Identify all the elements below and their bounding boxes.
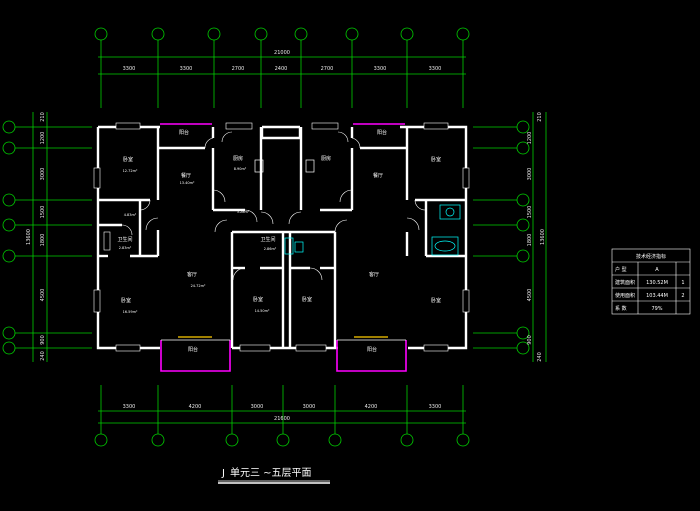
table-row-1-label: 户 型 [615,266,627,273]
room-living-left: 客厅 [187,271,197,278]
table-row-3-label: 使用面积 [615,292,635,299]
left-total-dimension: 13600 [26,229,32,245]
bottom-axis-grid [94,385,470,447]
left-dim-1: 210 [40,112,46,122]
room-dining-right: 餐厅 [373,172,383,179]
table-row-2-label: 建筑面积 [615,279,635,286]
left-dim-2: 1200 [40,132,46,145]
bottom-dim-4: 3000 [303,404,316,410]
top-total-dimension: 21000 [274,50,290,56]
room-kitchen-right: 厨房 [321,155,331,162]
bottom-dim-6: 3300 [429,404,442,410]
bottom-dim-1: 3300 [123,404,136,410]
room-bedroom-4: 卧室 [431,156,441,163]
room-area-9: 16.59m² [123,310,138,314]
room-balcony-top-right: 阳台 [377,129,387,136]
right-dimension-labels: 210 1200 3000 1500 1800 4500 900 240 136… [527,112,546,362]
technical-index-table: 技术经济指标 户 型 A 建筑面积 130.52M 1 使用面积 103.44M… [611,248,691,315]
right-dim-4: 1500 [527,206,533,219]
room-kitchen-left: 厨房 [233,155,243,162]
drawing-title-text: 单元三 ~五层平面 [230,467,312,479]
room-area-1: 12.72m² [123,169,138,173]
left-dim-7: 900 [40,335,46,345]
room-bath-center: 卫生间 [260,236,275,243]
table-row-4-label: 系 数 [615,305,627,312]
table-row-1-value: A [655,267,659,273]
interior-walls [98,127,466,348]
top-axis-grid [94,27,470,108]
room-area-8: 2.86m² [264,247,277,251]
right-axis-grid [473,112,547,362]
top-dim-7: 3300 [429,66,442,72]
bottom-dim-5: 4200 [365,404,378,410]
top-dim-1: 3300 [123,66,136,72]
bottom-dim-2: 4200 [189,404,202,410]
room-bedroom-1: 卧室 [123,156,133,163]
bottom-dim-3: 3000 [251,404,264,410]
room-bedroom-3: 卧室 [253,296,263,303]
room-area-2: 13.40m² [180,181,195,185]
room-area-4: 4.83m² [124,213,137,217]
right-dim-2: 1200 [527,132,533,145]
balconies [160,123,407,372]
room-area-10: 14.50m² [255,309,270,313]
room-dining-left: 餐厅 [181,172,191,179]
room-bedroom-2: 卧室 [121,297,131,304]
table-row-4-value: 79% [651,306,662,312]
right-dim-1: 210 [537,112,543,122]
right-dim-7: 900 [527,335,533,345]
room-area-6: 24.72m² [191,284,206,288]
room-area-5: 2.83m² [119,246,132,250]
doors [121,131,426,281]
right-dim-3: 3000 [527,168,533,181]
table-row-2-value: 130.52M [646,280,668,286]
left-dim-4: 1500 [40,206,46,219]
room-bedroom-6: 卧室 [431,297,441,304]
top-dim-5: 2700 [321,66,334,72]
room-bedroom-5: 卧室 [302,296,312,303]
right-total-dimension: 13600 [540,229,546,245]
drawing-title: J 单元三 ~五层平面 [218,467,330,484]
top-dim-2: 3300 [180,66,193,72]
room-balcony-bottom-right: 阳台 [367,346,377,353]
table-row-3-value: 103.44M [646,293,668,299]
room-balcony-bottom-left: 阳台 [188,346,198,353]
table-title: 技术经济指标 [636,253,666,260]
bottom-total-dimension: 21600 [274,416,290,422]
right-dim-8: 240 [537,352,543,362]
left-dim-6: 4500 [40,289,46,302]
top-dim-4: 2400 [275,66,288,72]
top-dimension-labels: 3300 3300 2700 2400 2700 3300 3300 [123,66,442,72]
room-area-3: 8.90m² [234,167,247,171]
table-row-3-note: 2 [681,293,684,299]
right-dim-5: 1800 [527,234,533,247]
top-dim-6: 3300 [374,66,387,72]
left-dim-5: 1800 [40,234,46,247]
room-labels: 卧室 12.72m² 阳台 餐厅 13.40m² 厨房 8.90m² 4.83m… [117,129,441,353]
left-dim-3: 3000 [40,168,46,181]
right-dim-6: 4500 [527,289,533,302]
drawing-title-prefix: J [221,468,225,479]
room-area-7: 3.28m² [237,210,250,214]
left-axis-grid [2,112,92,362]
top-dim-3: 2700 [232,66,245,72]
bottom-dimension-labels: 3300 4200 3000 3000 4200 3300 [123,404,442,410]
room-living-right: 客厅 [369,271,379,278]
left-dim-8: 240 [40,351,46,361]
left-dimension-labels: 210 1200 3000 1500 1800 4500 900 240 136… [26,112,46,361]
room-bath-left: 卫生间 [117,236,132,243]
fixtures [254,159,461,256]
room-balcony-top-left: 阳台 [179,129,189,136]
windows [93,122,470,352]
table-row-2-note: 1 [681,280,684,286]
